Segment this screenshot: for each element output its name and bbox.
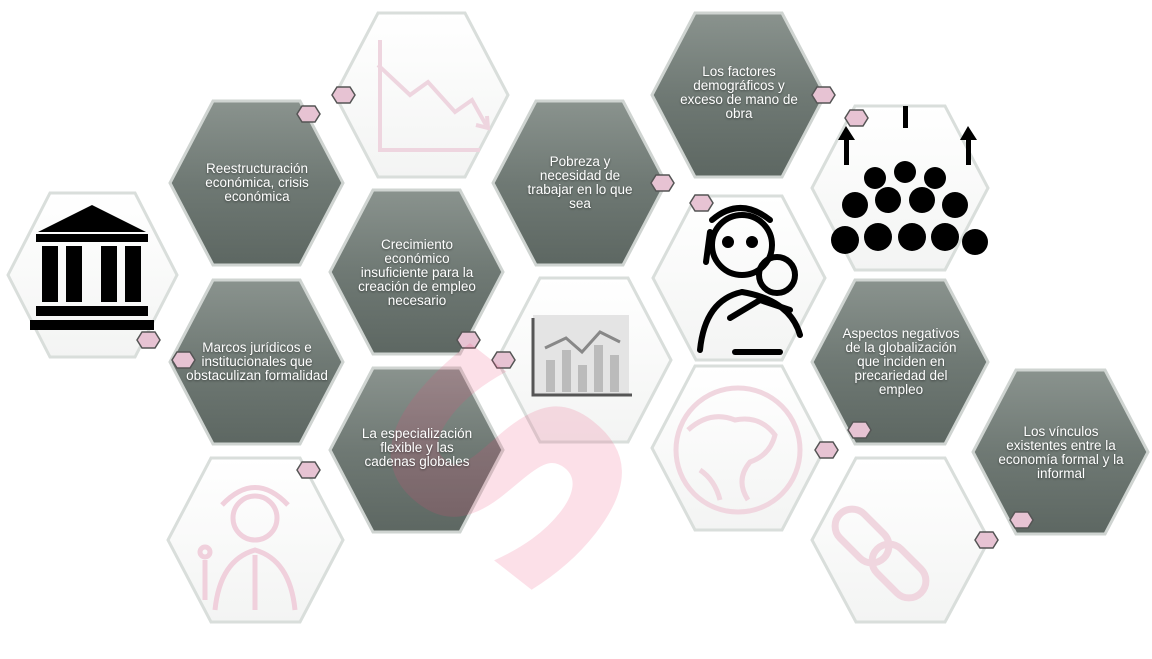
badge <box>296 461 321 479</box>
hex-globe <box>650 364 827 532</box>
hex-bank <box>6 191 179 359</box>
badge <box>814 441 839 459</box>
badge <box>1009 511 1034 529</box>
hex-declining-chart <box>333 11 510 179</box>
badge <box>171 351 196 369</box>
badge <box>974 531 999 549</box>
badge <box>847 421 872 439</box>
hex-badges <box>136 86 1034 549</box>
text-vinculos: Los vínculos existentes entre la economí… <box>998 424 1124 481</box>
hex-crowd <box>810 104 990 272</box>
badge <box>844 109 869 127</box>
badge <box>136 331 161 349</box>
declining-chart-icon <box>376 40 491 152</box>
badge <box>811 86 836 104</box>
hex-crecimiento <box>328 188 505 356</box>
hex-especializacion <box>328 366 505 534</box>
badge <box>491 351 516 369</box>
hex-reestructuracion <box>168 99 345 267</box>
badge <box>456 331 481 349</box>
hex-bar-chart <box>495 276 673 444</box>
badge <box>331 86 356 104</box>
text-especializacion: La especialización flexible y las cadena… <box>361 426 473 469</box>
hex-chain <box>810 456 991 624</box>
bar-chart-icon <box>531 315 632 397</box>
text-factores: Los factores demográficos y exceso de ma… <box>680 64 798 121</box>
worker-icon <box>197 485 298 611</box>
badge <box>689 194 714 212</box>
chain-link-icon <box>831 505 930 602</box>
parent-with-baby-icon <box>697 205 803 355</box>
hex-worker <box>166 456 345 624</box>
badge <box>650 174 675 192</box>
text-crecimiento: Crecimiento económico insuficiente para … <box>358 237 476 308</box>
bank-icon <box>30 205 154 330</box>
hex-parent-baby <box>651 194 827 362</box>
text-pobreza: Pobreza y necesidad de trabajar en lo qu… <box>527 154 633 211</box>
hex-marcos <box>168 278 345 446</box>
text-reestructuracion: Reestructuración económica, crisis econó… <box>205 161 309 204</box>
globe-icon <box>673 385 803 515</box>
hex-vinculos <box>971 368 1150 536</box>
text-aspectos: Aspectos negativos de la globalización q… <box>842 326 960 397</box>
crowd-arrows-icon <box>831 106 988 255</box>
badge <box>296 105 321 123</box>
hex-aspectos <box>810 278 990 446</box>
text-marcos: Marcos jurídicos e institucionales que o… <box>186 340 328 383</box>
